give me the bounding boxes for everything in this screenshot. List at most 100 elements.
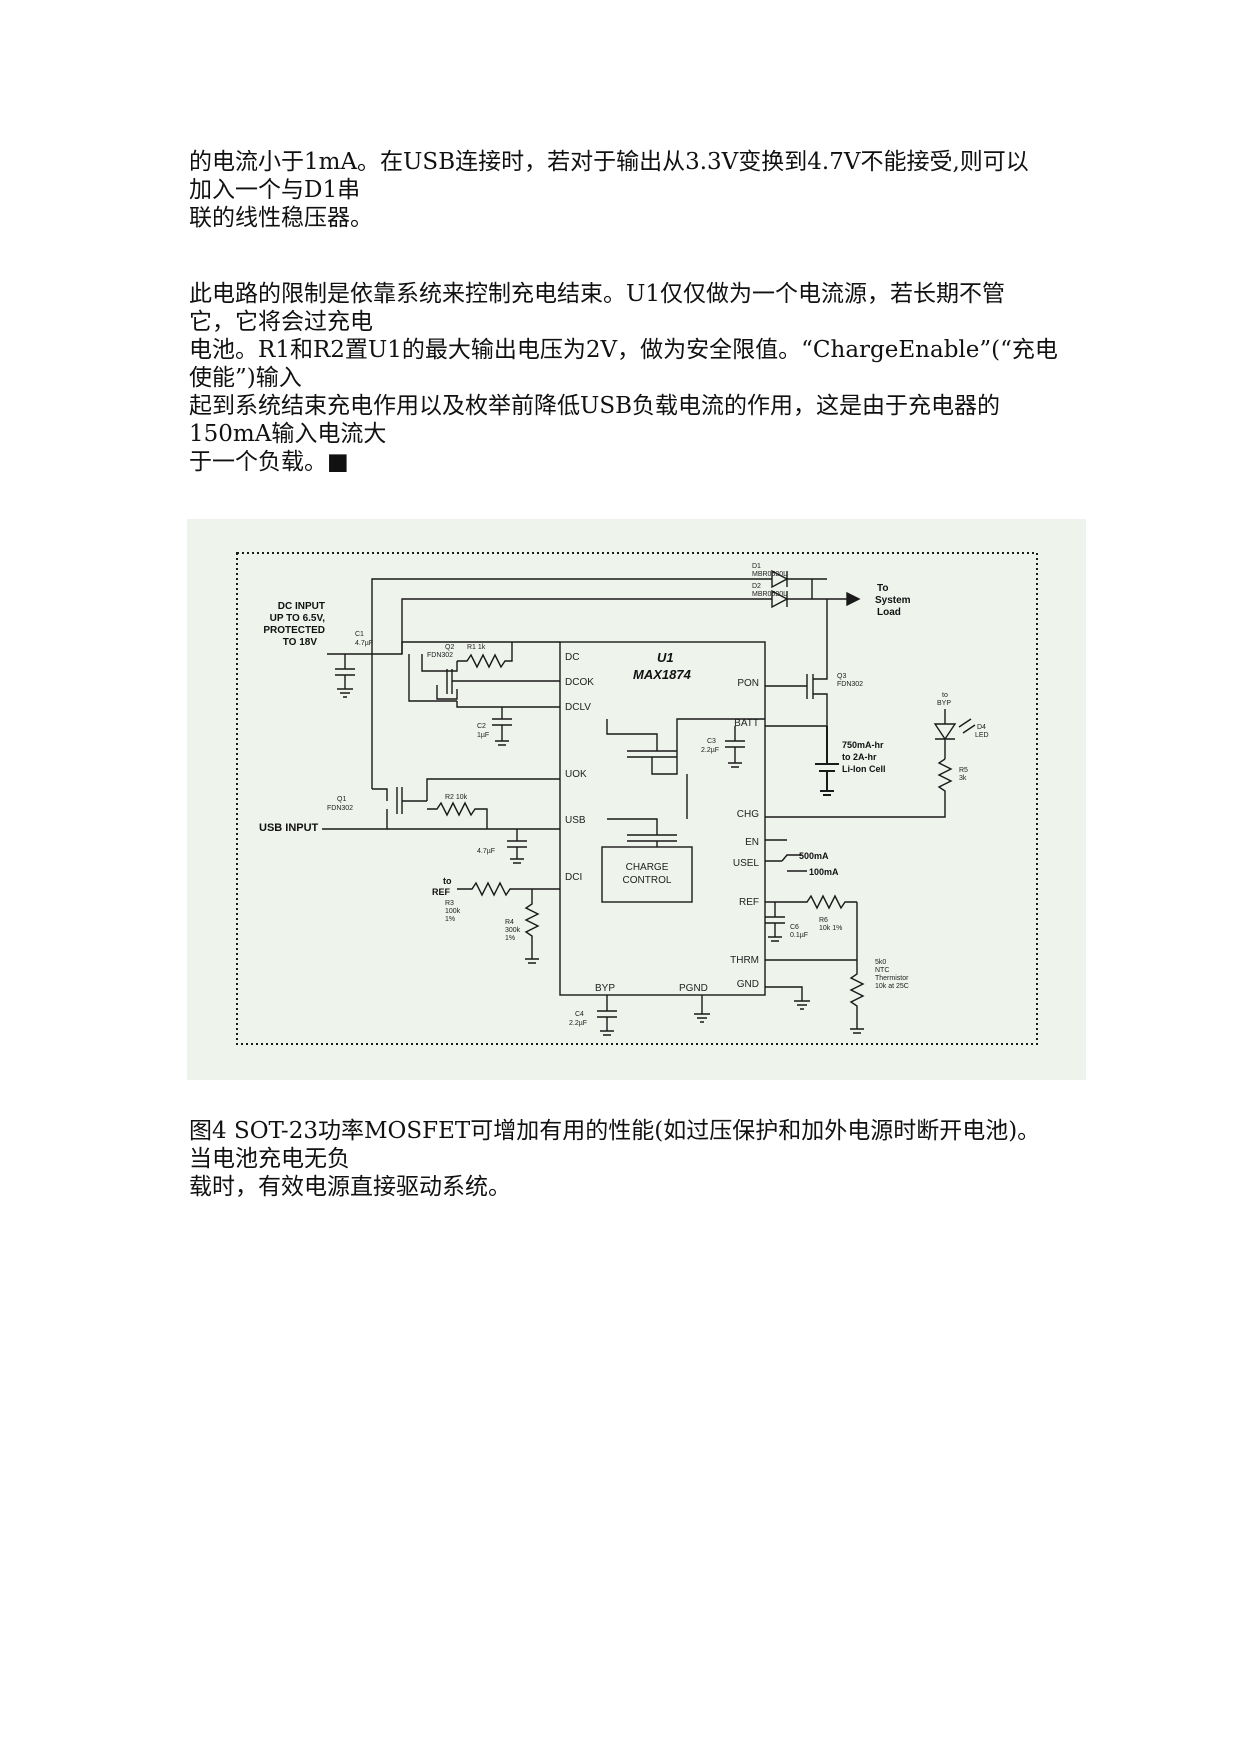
pin-thrm: THRM	[730, 955, 759, 966]
d1-diode	[747, 569, 827, 589]
c1-capacitor	[327, 653, 355, 698]
pin-gnd: GND	[737, 979, 759, 990]
d4-label: D4	[977, 724, 986, 731]
d2-label: D2	[752, 583, 761, 590]
charge-control-block	[601, 846, 693, 903]
circuit-schematic: U1 MAX1874 DC DCOK DCLV UOK USB DCI PON …	[236, 552, 1038, 1045]
thermistor-label-4: 10k at 25C	[875, 983, 909, 990]
internal-switch-1	[606, 718, 765, 775]
r3-tol: 1%	[445, 916, 455, 923]
paragraph-line: 起到系统结束充电作用以及枚举前降低USB负载电流的作用，这是由于充电器的	[189, 393, 1001, 419]
pin-batt: BATT	[734, 718, 759, 729]
r5-value: 3k	[959, 775, 967, 782]
q3-mosfet	[765, 599, 828, 719]
c4-value: 2.2µF	[569, 1020, 587, 1027]
r4-label: R4	[505, 919, 514, 926]
battery-label-2: to 2A-hr	[842, 752, 877, 762]
c4-capacitor	[597, 995, 617, 1036]
led-emission	[958, 718, 976, 734]
to-ref-label-1: to	[443, 876, 452, 886]
r4-tol: 1%	[505, 935, 515, 942]
pgnd-ground	[694, 995, 710, 1023]
c1-value: 4.7µF	[355, 640, 373, 647]
r2-label: R2 10k	[445, 794, 468, 801]
pin-dci: DCI	[565, 872, 582, 883]
d1-wire	[371, 578, 747, 654]
c5-value: 4.7µF	[477, 848, 495, 855]
paragraph-2: 此电路的限制是依靠系统来控制充电结束。U1仅仅做为一个电流源，若长期不管 它，它…	[189, 280, 1059, 476]
pin-usb: USB	[565, 815, 586, 826]
to-system-load-3: Load	[877, 607, 901, 618]
c3-label: C3	[707, 738, 716, 745]
paragraph-line: 150mA输入电流大	[189, 421, 387, 447]
q3-part: FDN302	[837, 681, 863, 688]
d1-part: MBR0520L	[752, 571, 787, 578]
dc-input-label-2: UP TO 6.5V,	[270, 613, 326, 624]
q1-label: Q1	[337, 796, 346, 803]
usb-input-label: USB INPUT	[259, 822, 319, 834]
diode-join	[811, 579, 847, 600]
dc-input-label-4: TO 18V	[283, 637, 318, 648]
dclv-wire	[408, 679, 560, 708]
pin-dclv: DCLV	[565, 702, 591, 713]
thermistor-label-2: NTC	[875, 967, 889, 974]
thermistor	[765, 902, 865, 1034]
internal-switch-2	[607, 818, 677, 847]
pin-byp: BYP	[595, 983, 615, 994]
usel-switch	[765, 854, 807, 872]
ic-name: U1	[657, 650, 674, 665]
d1-label: D1	[752, 563, 761, 570]
paragraph-line: 电池。R1和R2置U1的最大输出电压为2V，做为安全限值。“ChargeEnab…	[189, 337, 1058, 363]
c6-value: 0.1µF	[790, 932, 808, 939]
d4-part: LED	[975, 732, 989, 739]
ic-u1-body	[559, 641, 766, 996]
r6-value: 10k 1%	[819, 925, 842, 932]
system-load-arrow	[846, 591, 861, 607]
pin-dc: DC	[565, 652, 579, 663]
to-byp-label-2: BYP	[937, 700, 951, 707]
r3-value: 100k	[445, 908, 461, 915]
to-byp-label-1: to	[942, 692, 948, 699]
pin-ref: REF	[739, 897, 759, 908]
batt-wire	[765, 719, 828, 727]
battery-label-1: 750mA-hr	[842, 740, 884, 750]
to-system-load-1: To	[877, 583, 888, 594]
thermistor-label-1: 5k0	[875, 959, 886, 966]
q2-mosfet	[408, 654, 560, 700]
c1-label: C1	[355, 631, 364, 638]
c3-value: 2.2µF	[701, 747, 719, 754]
usel-500ma: 500mA	[799, 851, 829, 861]
pin-usel: USEL	[733, 858, 760, 869]
r2-resistor	[427, 801, 488, 829]
paragraph-line: 的电流小于1mA。在USB连接时，若对于输出从3.3V变换到4.7V不能接受,则…	[189, 149, 1029, 175]
caption-line: 图4 SOT-23功率MOSFET可增加有用的性能(如过压保护和加外电源时断开电…	[189, 1118, 1041, 1144]
pin-chg: CHG	[737, 809, 759, 820]
to-ref-label-2: REF	[432, 887, 451, 897]
usel-100ma: 100mA	[809, 867, 839, 877]
r4-resistor	[524, 889, 540, 964]
c4-label: C4	[575, 1011, 584, 1018]
r3-resistor	[457, 881, 560, 897]
c6-capacitor	[765, 902, 785, 942]
c5-capacitor	[507, 829, 527, 864]
pin-en: EN	[745, 837, 759, 848]
c2-label: C2	[477, 723, 486, 730]
d2-diode	[747, 589, 827, 609]
paragraph-line: 此电路的限制是依靠系统来控制充电结束。U1仅仅做为一个电流源，若长期不管	[189, 281, 1006, 307]
pin-dcok: DCOK	[565, 677, 594, 688]
r5-resistor	[765, 758, 953, 818]
charge-control-label-2: CONTROL	[623, 875, 672, 886]
pin-pgnd: PGND	[679, 983, 708, 994]
r1-resistor	[457, 642, 513, 669]
r5-label: R5	[959, 767, 968, 774]
charge-control-label-1: CHARGE	[626, 862, 669, 873]
figure-caption: 图4 SOT-23功率MOSFET可增加有用的性能(如过压保护和加外电源时断开电…	[189, 1117, 1059, 1201]
dc-input-label-3: PROTECTED	[263, 625, 325, 636]
battery-label-3: Li-Ion Cell	[842, 764, 886, 774]
schematic-frame	[236, 552, 1038, 1045]
circuit-schematic-figure: U1 MAX1874 DC DCOK DCLV UOK USB DCI PON …	[187, 519, 1086, 1080]
c3-capacitor	[725, 726, 745, 768]
battery-cell	[815, 726, 839, 796]
c6-label: C6	[790, 924, 799, 931]
q1-part: FDN302	[327, 805, 353, 812]
